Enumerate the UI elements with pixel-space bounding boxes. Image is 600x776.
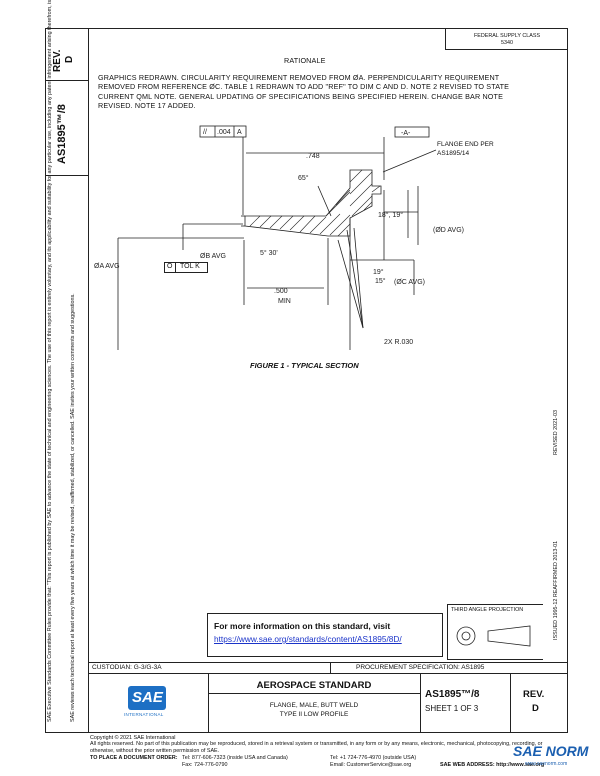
watermark: SAE NORM [513, 743, 589, 759]
dim-500: .500 [274, 288, 288, 295]
dim-radius: 2X R.030 [384, 339, 413, 346]
tol-datum: A [237, 129, 242, 136]
sheet-number: SHEET 1 OF 3 [425, 704, 479, 713]
number-box-divider [45, 175, 88, 176]
tol-o: O [167, 263, 173, 270]
projection-label: THIRD ANGLE PROJECTION [451, 607, 524, 613]
side-doc-number: AS1895™/8 [56, 104, 68, 164]
info-headline: For more information on this standard, v… [214, 621, 391, 631]
dim-748: .748 [306, 153, 320, 160]
tol-value: .004 [217, 129, 231, 136]
federal-supply-box [445, 28, 568, 50]
flange-note: FLANGE END PER AS1895/14 [437, 141, 494, 157]
dim-5-30: 5° 30' [260, 249, 278, 257]
figure-caption: FIGURE 1 - TYPICAL SECTION [250, 361, 359, 370]
info-url[interactable]: https://www.sae.org/standards/content/AS… [214, 634, 402, 644]
left-column-divider [88, 28, 89, 733]
sae-logo [128, 686, 166, 710]
email: Email: CustomerService@sae.org [330, 762, 412, 768]
sidebar-notice-2: SAE reviews each technical report at lea… [70, 293, 76, 722]
custodian-top-rule [88, 662, 568, 663]
tol-perp-symbol: // [203, 129, 207, 136]
dim-65: 65° [298, 174, 309, 182]
tol-k-divider [175, 262, 176, 273]
fax: Fax: 724-776-0790 [182, 762, 228, 768]
watermark-sub: www.saenorm.com [525, 761, 568, 767]
dim-angles: 18°, 19° [378, 211, 403, 219]
title-rev-divider [510, 673, 511, 733]
dim-19: 19° [373, 268, 384, 276]
title-rev-value: D [532, 703, 539, 714]
datum-label: -A- [401, 130, 411, 137]
order-label: TO PLACE A DOCUMENT ORDER: [90, 755, 178, 761]
aerospace-standard: AEROSPACE STANDARD [256, 680, 372, 691]
desc-line-1: FLANGE, MALE, BUTT WELD [269, 702, 359, 709]
typical-section-figure: // .004 A -A- .748 65° 18°, 19° (ØD AVG)… [94, 125, 464, 350]
dim-ob: ØB AVG [200, 253, 226, 260]
title-number-divider [420, 673, 421, 733]
sae-logo-sub: INTERNATIONAL [124, 712, 164, 717]
issued-date: ISSUED 1995-12 REAFFIRMED 2013-01 [553, 540, 559, 640]
title-logo-divider [208, 673, 209, 733]
tol-k: TOL K [180, 263, 200, 270]
dim-15: 15° [375, 277, 386, 285]
federal-supply-class: FEDERAL SUPPLY CLASS 5340 [473, 33, 541, 46]
side-rev-value: D [64, 55, 75, 63]
rationale-heading: RATIONALE [284, 56, 326, 65]
dim-oa: ØA AVG [94, 263, 120, 270]
drawing-frame [45, 28, 568, 733]
dim-od: (ØD AVG) [433, 227, 464, 234]
rationale-text: GRAPHICS REDRAWN. CIRCULARITY REQUIREMEN… [98, 73, 510, 110]
title-rev-label: REV. [523, 689, 545, 700]
sae-logo-text: SAE [132, 689, 163, 706]
title-doc-number: AS1895™/8 [425, 689, 480, 700]
dim-oc: (ØC AVG) [394, 279, 425, 286]
third-angle-projection-symbol [456, 625, 531, 647]
custodian-bottom-rule [88, 673, 568, 674]
rev-box-divider [45, 80, 88, 81]
info-box [207, 613, 443, 657]
tolerance-frame [199, 125, 247, 138]
tol-k-frame [164, 262, 208, 273]
projection-box [447, 604, 543, 660]
custodian: CUSTODIAN: G-3/G-3A [92, 664, 162, 671]
custodian-divider [330, 662, 331, 673]
copyright: Copyright © 2021 SAE International [90, 735, 176, 741]
sidebar-notice: SAE Executive Standards Committee Rules … [47, 0, 53, 722]
web-address: SAE WEB ADDRESS: http://www.sae.org [440, 762, 545, 768]
procurement-spec: PROCUREMENT SPECIFICATION: AS1895 [356, 664, 485, 671]
rights: All rights reserved. No part of this pub… [90, 741, 543, 754]
desc-line-2: TYPE II LOW PROFILE [279, 711, 349, 718]
tel-1: Tel: 877-606-7323 (inside USA and Canada… [182, 755, 288, 761]
side-rev-label: REV. [52, 49, 63, 72]
title-std-rule [208, 693, 420, 694]
revised-date: REVISED 2021-03 [553, 410, 559, 455]
dim-min: MIN [278, 298, 291, 305]
tel-2: Tel: +1 724-776-4970 (outside USA) [330, 755, 417, 761]
